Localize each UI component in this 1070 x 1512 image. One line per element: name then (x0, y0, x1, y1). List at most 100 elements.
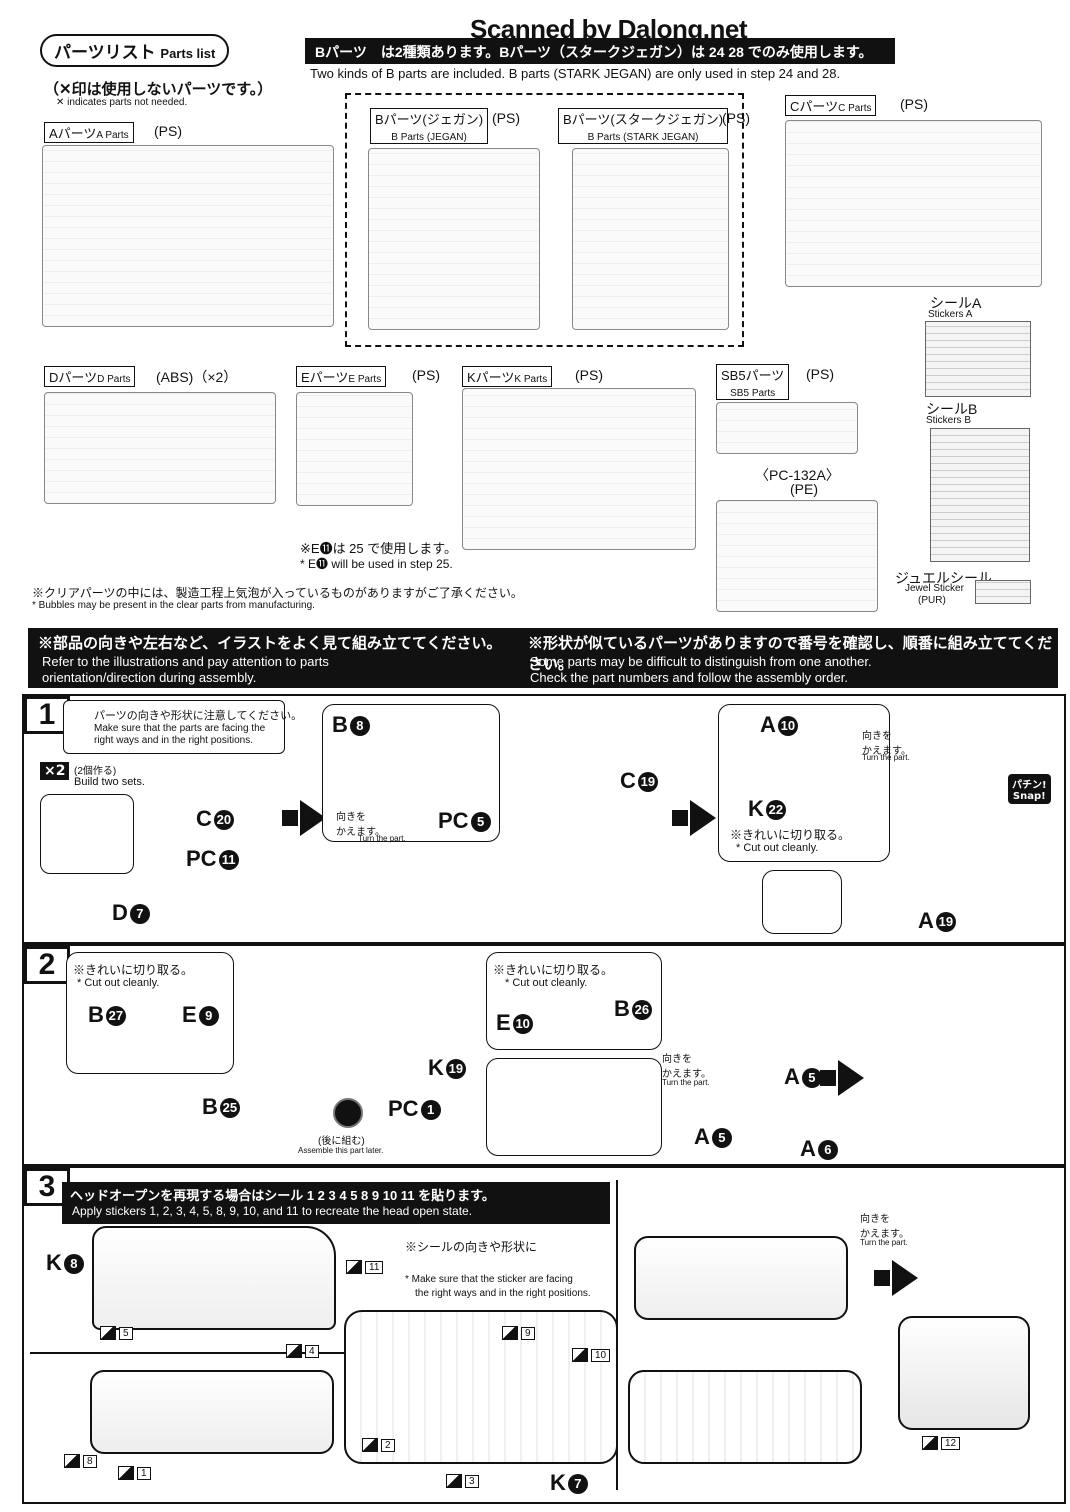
sticker-callout-8: 8 (64, 1454, 97, 1468)
sticker-callout-4: 4 (286, 1344, 319, 1358)
runner-pc-diagram (716, 500, 878, 612)
bubble-note-en: * Bubbles may be present in the clear pa… (32, 600, 315, 611)
caution-en2: right ways and in the right positions. (94, 735, 253, 746)
x-note-en: ✕ indicates parts not needed. (56, 97, 188, 108)
sticker-a-sheet (925, 321, 1031, 397)
step-3-header-jp: ヘッドオープンを再現する場合はシール 1 2 3 4 5 8 9 10 11 を… (70, 1188, 495, 1203)
step-2-assembled-box (486, 1058, 662, 1156)
later-jp: (後に組む) (318, 1136, 365, 1147)
step-1-detail-box (40, 794, 134, 874)
sticker-callout-10: 10 (572, 1348, 611, 1362)
assembled-top-drawing (634, 1236, 848, 1320)
parts-list-title: パーツリスト Parts list (40, 34, 230, 67)
runner-d-label: DパーツD Parts (44, 366, 136, 387)
pc-material: (PE) (790, 481, 818, 497)
build-jp: (2個作る) (74, 766, 117, 777)
b-notice-jp: Bパーツ は2種類あります。Bパーツ（スタークジェガン）は 24 28 でのみ使… (315, 44, 873, 60)
pc-label: 〈PC-132A〉 (755, 467, 840, 483)
step-1-k22-box (718, 704, 890, 862)
banner-right-en2: Check the part numbers and follow the as… (530, 670, 848, 685)
step-1-caution: パーツの向きや形状に注意してください。 Make sure that the p… (63, 700, 302, 754)
step-1-arrow-1 (282, 800, 326, 836)
turn-note-2-en: Turn the part. (862, 753, 910, 762)
turn-note-3-jp: 向きを かえます。 (662, 1054, 711, 1080)
runner-b-stark-material: (PS) (722, 110, 750, 126)
jewel-en: Jewel Sticker (905, 583, 964, 594)
turn-note-2-jp: 向きを かえます。 (862, 731, 911, 757)
step-3-note-en1: * Make sure that the sticker are facing (405, 1274, 573, 1285)
turn-note-3-en: Turn the part. (662, 1078, 710, 1087)
x-note-jp: （✕印は使用しないパーツです。） (44, 81, 273, 98)
caution-en1: Make sure that the parts are facing the (94, 723, 266, 734)
cut-note-3-jp: ※きれいに切り取る。 (493, 963, 614, 977)
sticker-a-jp: シールA (930, 295, 982, 311)
banner-right-en1: Some parts may be difficult to distingui… (530, 654, 872, 669)
later-part-icon (333, 1098, 363, 1128)
runner-b-stark-diagram (572, 148, 729, 330)
k8-bottom-drawing (90, 1370, 334, 1454)
step-2-right-box: ※きれいに切り取る。 * Cut out cleanly. (486, 952, 662, 1050)
e11-note-en: * E⓫ will be used in step 25. (300, 557, 453, 571)
banner-left-jp: ※部品の向きや左右など、イラストをよく見て組み立ててください。 (38, 635, 502, 652)
step-3-number: 3 (24, 1168, 70, 1206)
jewel-sticker-sheet (975, 580, 1031, 604)
bubble-note-jp: ※クリアパーツの中には、製造工程上気泡が入っているものがありますがご了承ください… (32, 586, 523, 600)
cut-note-1-en: * Cut out cleanly. (736, 842, 819, 854)
b-notice-en: Two kinds of B parts are included. B par… (310, 66, 841, 81)
b-parts-group (345, 93, 744, 347)
e11-note-jp: ※E⓫は 25 で使用します。 (300, 541, 457, 556)
sticker-a-en: Stickers A (928, 309, 973, 320)
turn-note-4-en: Turn the part. (860, 1238, 908, 1247)
runner-e-diagram (296, 392, 413, 506)
assembled-bottom-drawing (628, 1370, 862, 1464)
banner-right-jp: ※形状が似ているパーツがありますので番号を確認し、順番に組み立ててください。 (528, 635, 1053, 673)
sticker-callout-3: 3 (446, 1474, 479, 1488)
runner-b-stark-label: Bパーツ(スタークジェガン)B Parts (STARK JEGAN) (558, 108, 729, 144)
parts-list-title-en: Parts list (160, 46, 216, 61)
step-3-header-en: Apply stickers 1, 2, 3, 4, 5, 8, 9, 10, … (72, 1204, 473, 1218)
runner-c-label: CパーツC Parts (785, 95, 877, 116)
turn-note-1-en: Turn the part. (358, 834, 406, 843)
sticker-b-en: Stickers B (926, 415, 972, 426)
step-3-header: ヘッドオープンを再現する場合はシール 1 2 3 4 5 8 9 10 11 を… (62, 1182, 610, 1224)
step-1-x2: ×2 (40, 762, 70, 780)
k7-drawing (344, 1310, 618, 1464)
sticker-callout-11: 11 (346, 1260, 384, 1274)
runner-k-material: (PS) (575, 367, 603, 383)
turn-note-4-jp: 向きを かえます。 (860, 1214, 909, 1240)
step-3-divider (30, 1352, 410, 1354)
sticker-b-sheet (930, 428, 1030, 562)
runner-a-label: AパーツA Parts (44, 122, 134, 143)
parts-list-title-jp: パーツリスト (54, 43, 156, 62)
snap-badge: パチン!Snap! (1008, 774, 1051, 804)
runner-k-label: KパーツK Parts (462, 366, 553, 387)
step-3-arrow (874, 1260, 918, 1296)
build-en: Build two sets. (74, 776, 145, 788)
step-1-arrow-2 (672, 800, 716, 836)
runner-c-diagram (785, 120, 1042, 287)
runner-k-diagram (462, 388, 696, 550)
runner-c-material: (PS) (900, 96, 928, 112)
cut-note-2-en: * Cut out cleanly. (77, 977, 160, 989)
jewel-jp: ジュエルシール (895, 570, 993, 586)
sticker-callout-5: 5 (100, 1326, 133, 1340)
step-3-vline (616, 1180, 618, 1490)
cut-note-2-jp: ※きれいに切り取る。 (73, 963, 194, 977)
step-3-note-en2: the right ways and in the right position… (415, 1288, 591, 1299)
turn-note-1-jp: 向きを かえます。 (336, 812, 385, 838)
step-1-number: 1 (24, 696, 70, 734)
jewel-material: (PUR) (918, 595, 946, 606)
runner-b-jegan-label: Bパーツ(ジェガン)B Parts (JEGAN) (370, 108, 489, 144)
